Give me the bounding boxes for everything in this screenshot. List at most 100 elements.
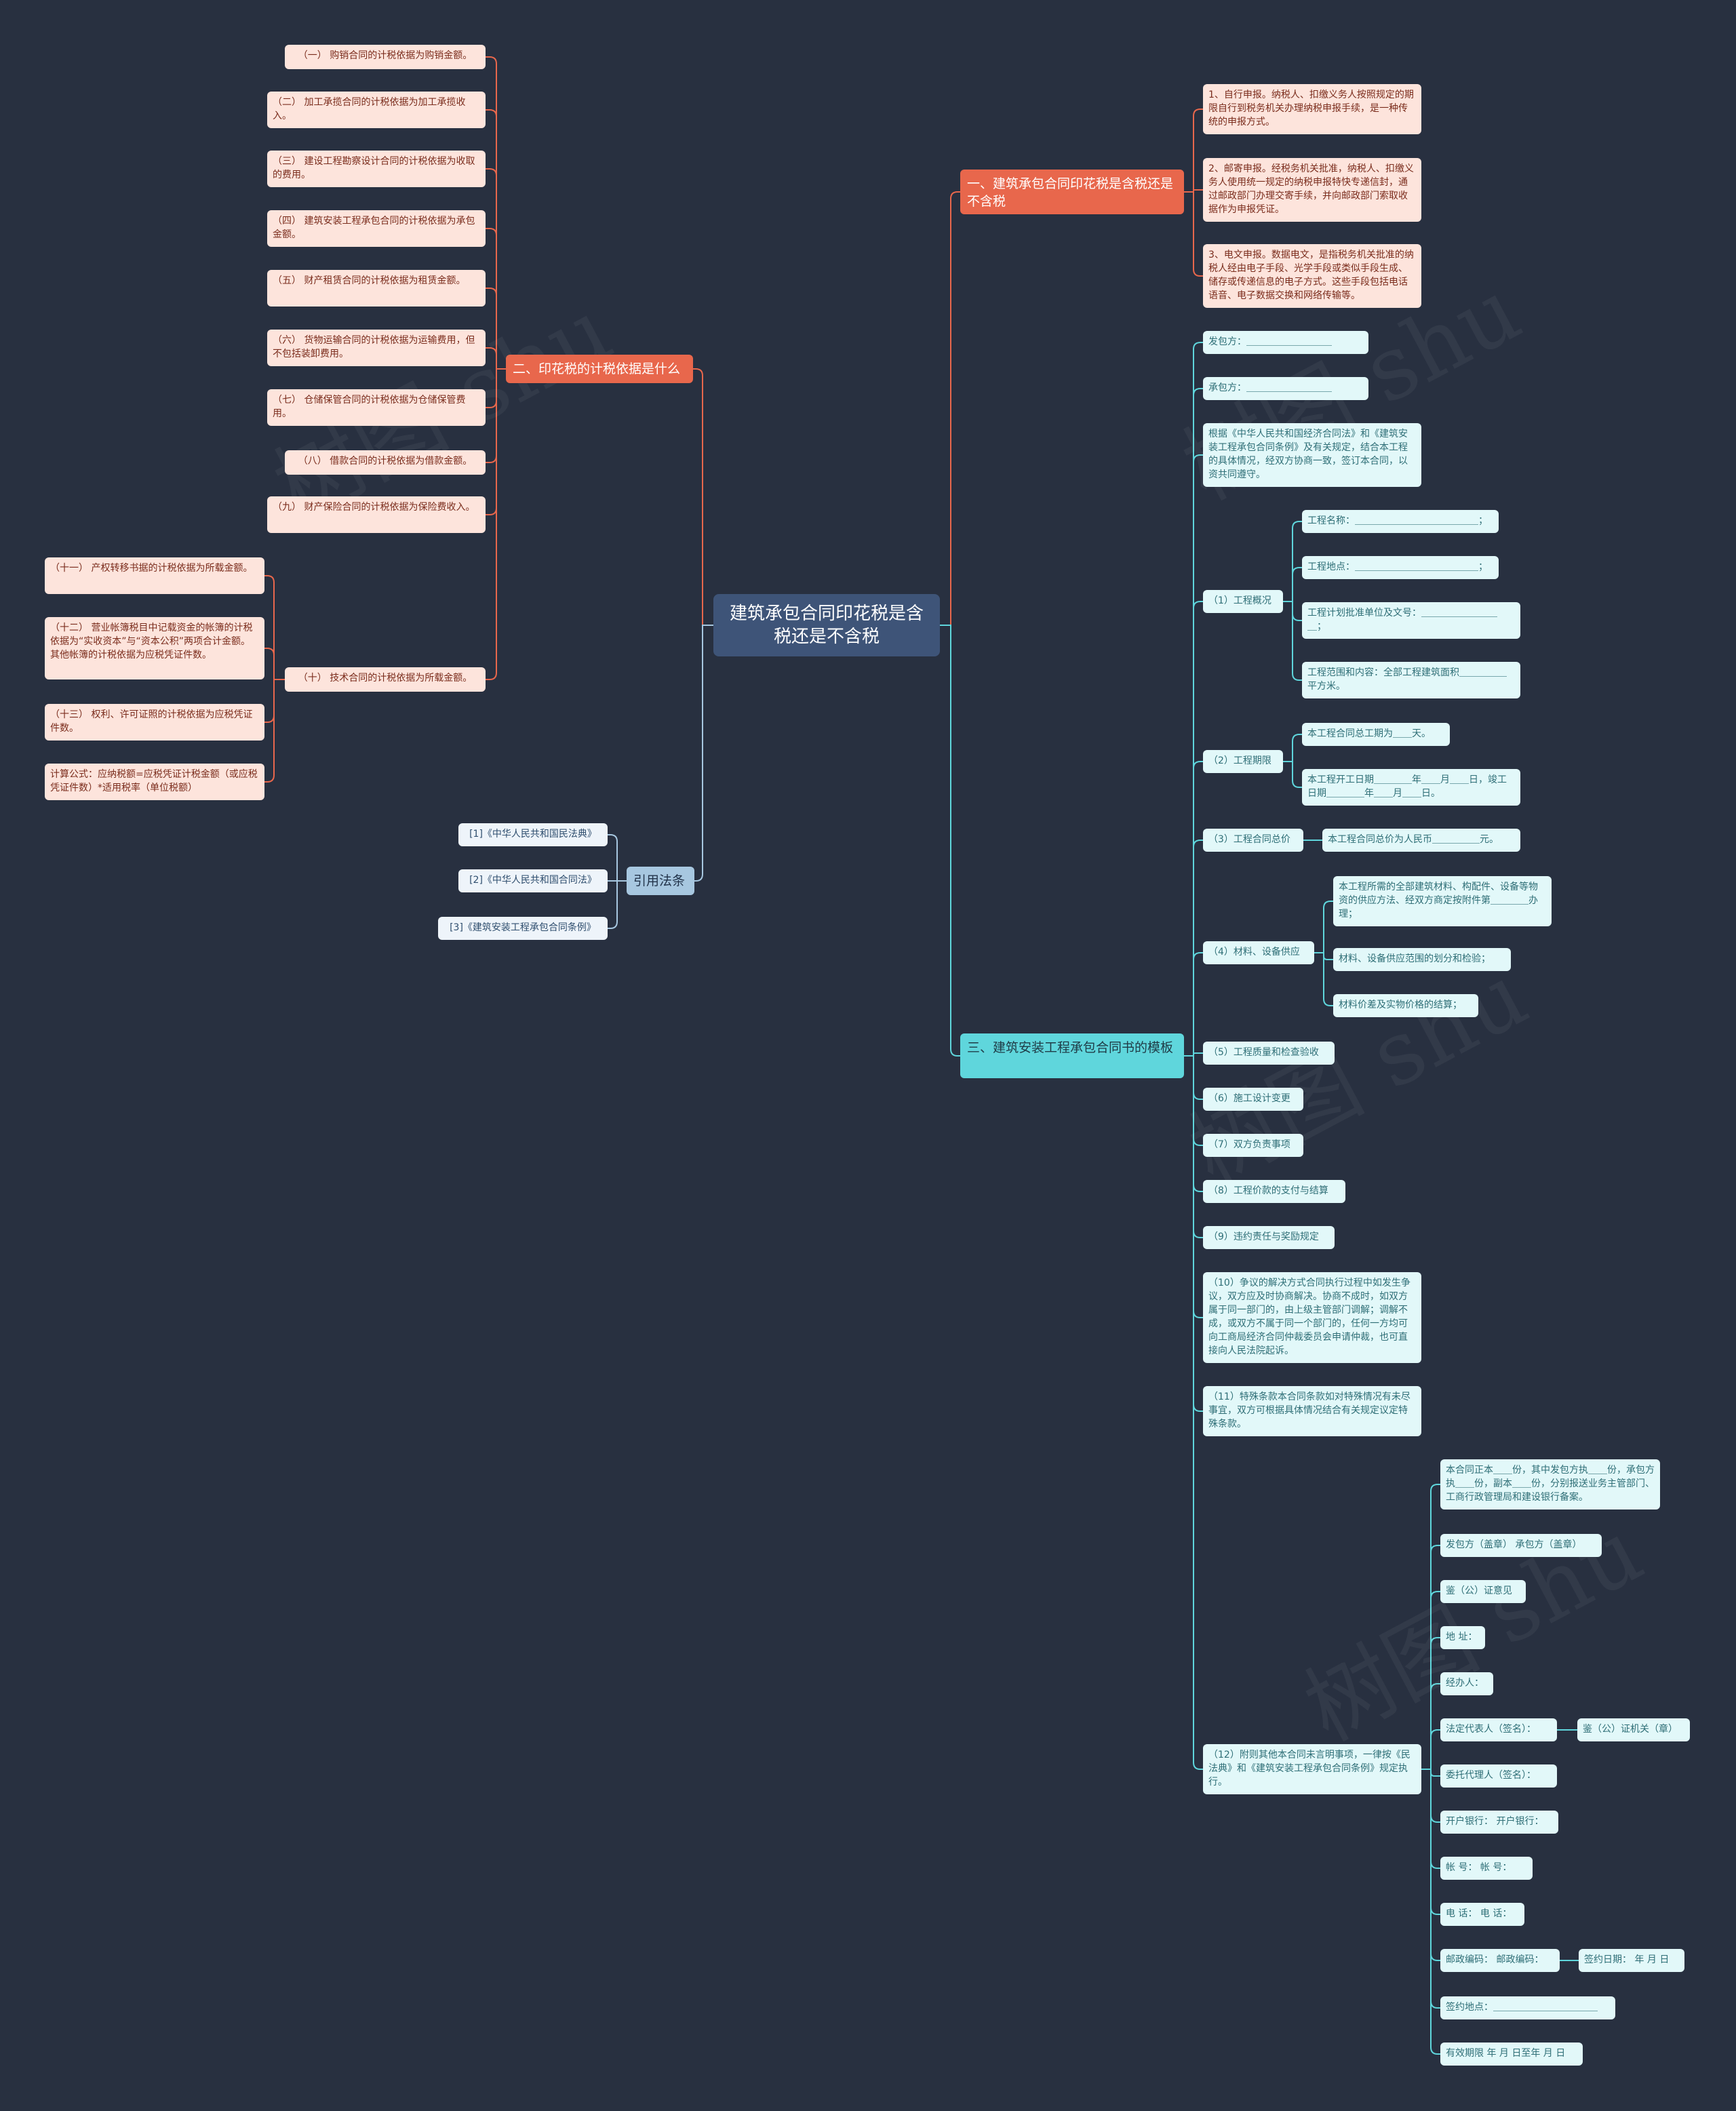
leaf-agent[interactable]: 委托代理人（签名）： [1440, 1764, 1557, 1788]
leaf-account[interactable]: 帐 号： 帐 号： [1440, 1857, 1533, 1880]
leaf-basis-9[interactable]: （九） 财产保险合同的计税依据为保险费收入。 [267, 496, 486, 533]
connector [1184, 601, 1203, 1057]
connector [1283, 761, 1302, 788]
connector [264, 648, 285, 680]
leaf-project-location[interactable]: 工程地点：＿＿＿＿＿＿＿＿＿＿＿＿＿； [1302, 556, 1499, 579]
leaf-handler[interactable]: 经办人： [1440, 1672, 1493, 1695]
connector [1421, 1484, 1440, 1770]
connector [1283, 734, 1302, 762]
leaf-basis-2[interactable]: （二） 加工承揽合同的计税依据为加工承揽收入。 [267, 92, 486, 128]
clause-6-design-change[interactable]: （6）施工设计变更 [1203, 1088, 1303, 1111]
leaf-mail-declaration[interactable]: 2、邮寄申报。经税务机关批准，纳税人、扣缴义务人使用统一规定的纳税申报特快专递信… [1203, 158, 1421, 222]
leaf-approval-unit[interactable]: 工程计划批准单位及文号：＿＿＿＿＿＿＿＿＿； [1302, 602, 1520, 639]
connector [693, 368, 713, 626]
leaf-supply-scope[interactable]: 材料、设备供应范围的划分和检验； [1333, 948, 1511, 971]
connector [608, 880, 627, 929]
connector [694, 625, 713, 882]
connector [1421, 1637, 1440, 1770]
leaf-legal-representative[interactable]: 法定代表人（签名）： [1440, 1718, 1557, 1741]
leaf-legal-basis[interactable]: 根据《中华人民共和国经济合同法》和《建筑安装工程承包合同条例》及有关规定，结合本… [1203, 423, 1421, 487]
root-topic[interactable]: 建筑承包合同印花税是含税还是不含税 [713, 594, 940, 656]
clause-10-dispute[interactable]: （10）争议的解决方式合同执行过程中如发生争议，双方应及时协商解决。协商不成时，… [1203, 1272, 1421, 1363]
leaf-sign-date[interactable]: 签约日期： 年 月 日 [1579, 1949, 1684, 1972]
connector [1283, 567, 1302, 602]
leaf-basis-4[interactable]: （四） 建筑安装工程承包合同的计税依据为承包金额。 [267, 210, 486, 247]
clause-3-total-price[interactable]: （3）工程合同总价 [1203, 829, 1303, 852]
connector [1184, 952, 1203, 1057]
leaf-seals[interactable]: 发包方（盖章） 承包方（盖章） [1440, 1534, 1602, 1557]
connector [1184, 191, 1203, 277]
connector [1184, 388, 1203, 1057]
connector [1283, 521, 1302, 602]
branch-tax-basis[interactable]: 二、印花税的计税依据是什么 [506, 355, 693, 383]
leaf-basis-5[interactable]: （五） 财产租赁合同的计税依据为租赁金额。 [267, 270, 486, 307]
leaf-formula[interactable]: 计算公式：应纳税额=应税凭证计税金额（或应税凭证件数）*适用税率（单位税额） [45, 764, 264, 800]
clause-8-payment[interactable]: （8）工程价款的支付与结算 [1203, 1180, 1345, 1203]
connector [1184, 189, 1203, 193]
leaf-self-declaration[interactable]: 1、自行申报。纳税人、扣缴义务人按照规定的期限自行到税务机关办理纳税申报手续，是… [1203, 84, 1421, 134]
leaf-basis-10[interactable]: （十） 技术合同的计税依据为所载金额。 [285, 667, 486, 692]
leaf-address[interactable]: 地 址： [1440, 1626, 1485, 1649]
leaf-start-end-date[interactable]: 本工程开工日期＿＿＿＿年＿＿月＿＿日，竣工日期＿＿＿＿年＿＿月＿＿日。 [1302, 769, 1520, 806]
leaf-notary-seal[interactable]: 鉴（公）证机关（章） [1577, 1718, 1690, 1741]
leaf-basis-1[interactable]: （一） 购销合同的计税依据为购销金额。 [285, 45, 486, 69]
leaf-postal-code[interactable]: 邮政编码： 邮政编码： [1440, 1949, 1560, 1972]
leaf-basis-11[interactable]: （十一） 产权转移书据的计税依据为所载金额。 [45, 557, 264, 594]
connector [486, 109, 506, 370]
reference-1[interactable]: [1]《中华人民共和国民法典》 [458, 823, 608, 846]
leaf-total-duration[interactable]: 本工程合同总工期为＿＿天。 [1302, 723, 1450, 746]
leaf-contractor[interactable]: 承包方：＿＿＿＿＿＿＿＿＿ [1203, 377, 1368, 400]
leaf-basis-7[interactable]: （七） 仓储保管合同的计税依据为仓储保管费用。 [267, 389, 486, 426]
clause-1-overview[interactable]: （1）工程概况 [1203, 590, 1283, 613]
clause-4-materials[interactable]: （4）材料、设备供应 [1203, 941, 1314, 964]
connector [1184, 1055, 1203, 1770]
leaf-basis-3[interactable]: （三） 建设工程勘察设计合同的计税依据为收取的费用。 [267, 151, 486, 187]
leaf-basis-8[interactable]: （八） 借款合同的计税依据为借款金额。 [285, 450, 486, 475]
clause-2-duration[interactable]: （2）工程期限 [1203, 750, 1283, 773]
leaf-contract-price[interactable]: 本工程合同总价为人民币＿＿＿＿＿元。 [1322, 829, 1520, 852]
connector [1283, 601, 1302, 681]
leaf-basis-12[interactable]: （十二） 营业帐簿税目中记载资金的帐簿的计税依据为“实收资本”与“资本公积”两项… [45, 617, 264, 679]
connector [1421, 1591, 1440, 1770]
leaf-notary-opinion[interactable]: 鉴（公）证意见 [1440, 1580, 1526, 1603]
connector [1184, 761, 1203, 1057]
connector [1421, 1729, 1440, 1770]
clause-5-quality[interactable]: （5）工程质量和检查验收 [1203, 1042, 1335, 1065]
leaf-project-scope[interactable]: 工程范围和内容：全部工程建筑面积＿＿＿＿＿平方米。 [1302, 662, 1520, 698]
leaf-basis-13[interactable]: （十三） 权利、许可证照的计税依据为应税凭证件数。 [45, 704, 264, 741]
leaf-validity-period[interactable]: 有效期限 年 月 日至年 月 日 [1440, 2043, 1583, 2066]
connector [486, 228, 506, 370]
leaf-employer[interactable]: 发包方：＿＿＿＿＿＿＿＿＿ [1203, 331, 1368, 354]
leaf-material-supply-method[interactable]: 本工程所需的全部建筑材料、构配件、设备等物资的供应方法、经双方商定按附件第＿＿＿… [1333, 876, 1552, 926]
branch-contract-template[interactable]: 三、建筑安装工程承包合同书的模板 [960, 1033, 1184, 1078]
connector [1314, 952, 1333, 1006]
connector [608, 834, 627, 882]
clause-12-supplementary[interactable]: （12）附则其他本合同未言明事项，一律按《民法典》和《建筑安装工程承包合同条例》… [1203, 1744, 1421, 1794]
connector [264, 679, 285, 783]
reference-3[interactable]: [3]《建筑安装工程承包合同条例》 [438, 917, 608, 940]
connector [1184, 454, 1203, 1057]
clause-7-responsibilities[interactable]: （7）双方负责事项 [1203, 1134, 1303, 1157]
reference-2[interactable]: [2]《中华人民共和国合同法》 [458, 869, 608, 892]
connector [1184, 342, 1203, 1057]
connector [1421, 1545, 1440, 1770]
connector [1314, 901, 1333, 953]
leaf-project-name[interactable]: 工程名称：＿＿＿＿＿＿＿＿＿＿＿＿＿； [1302, 510, 1499, 533]
clause-9-liability[interactable]: （9）违约责任与奖励规定 [1203, 1226, 1335, 1249]
leaf-bank[interactable]: 开户银行： 开户银行： [1440, 1811, 1558, 1834]
connector [1184, 108, 1203, 193]
connector [486, 347, 506, 370]
leaf-phone[interactable]: 电 话： 电 话： [1440, 1903, 1524, 1926]
leaf-sign-place[interactable]: 签约地点：＿＿＿＿＿＿＿＿＿＿＿ [1440, 1996, 1615, 2019]
branch-references[interactable]: 引用法条 [627, 867, 694, 895]
connector [1421, 1683, 1440, 1770]
clause-11-special[interactable]: （11）特殊条款本合同条款如对特殊情况有未尽事宜，双方可根据具体情况结合有关规定… [1203, 1386, 1421, 1436]
branch-tax-inclusive[interactable]: 一、建筑承包合同印花税是含税还是不含税 [960, 170, 1184, 214]
connector [486, 168, 506, 370]
leaf-electronic-declaration[interactable]: 3、电文申报。数据电文，是指税务机关批准的纳税人经由电子手段、光学手段或类似手段… [1203, 244, 1421, 308]
leaf-price-difference[interactable]: 材料价差及实物价格的结算； [1333, 994, 1478, 1017]
leaf-copies[interactable]: 本合同正本＿＿份，其中发包方执＿＿份，承包方执＿＿份，副本＿＿份，分别报送业务主… [1440, 1459, 1660, 1510]
leaf-basis-6[interactable]: （六） 货物运输合同的计税依据为运输费用，但不包括装卸费用。 [267, 330, 486, 366]
